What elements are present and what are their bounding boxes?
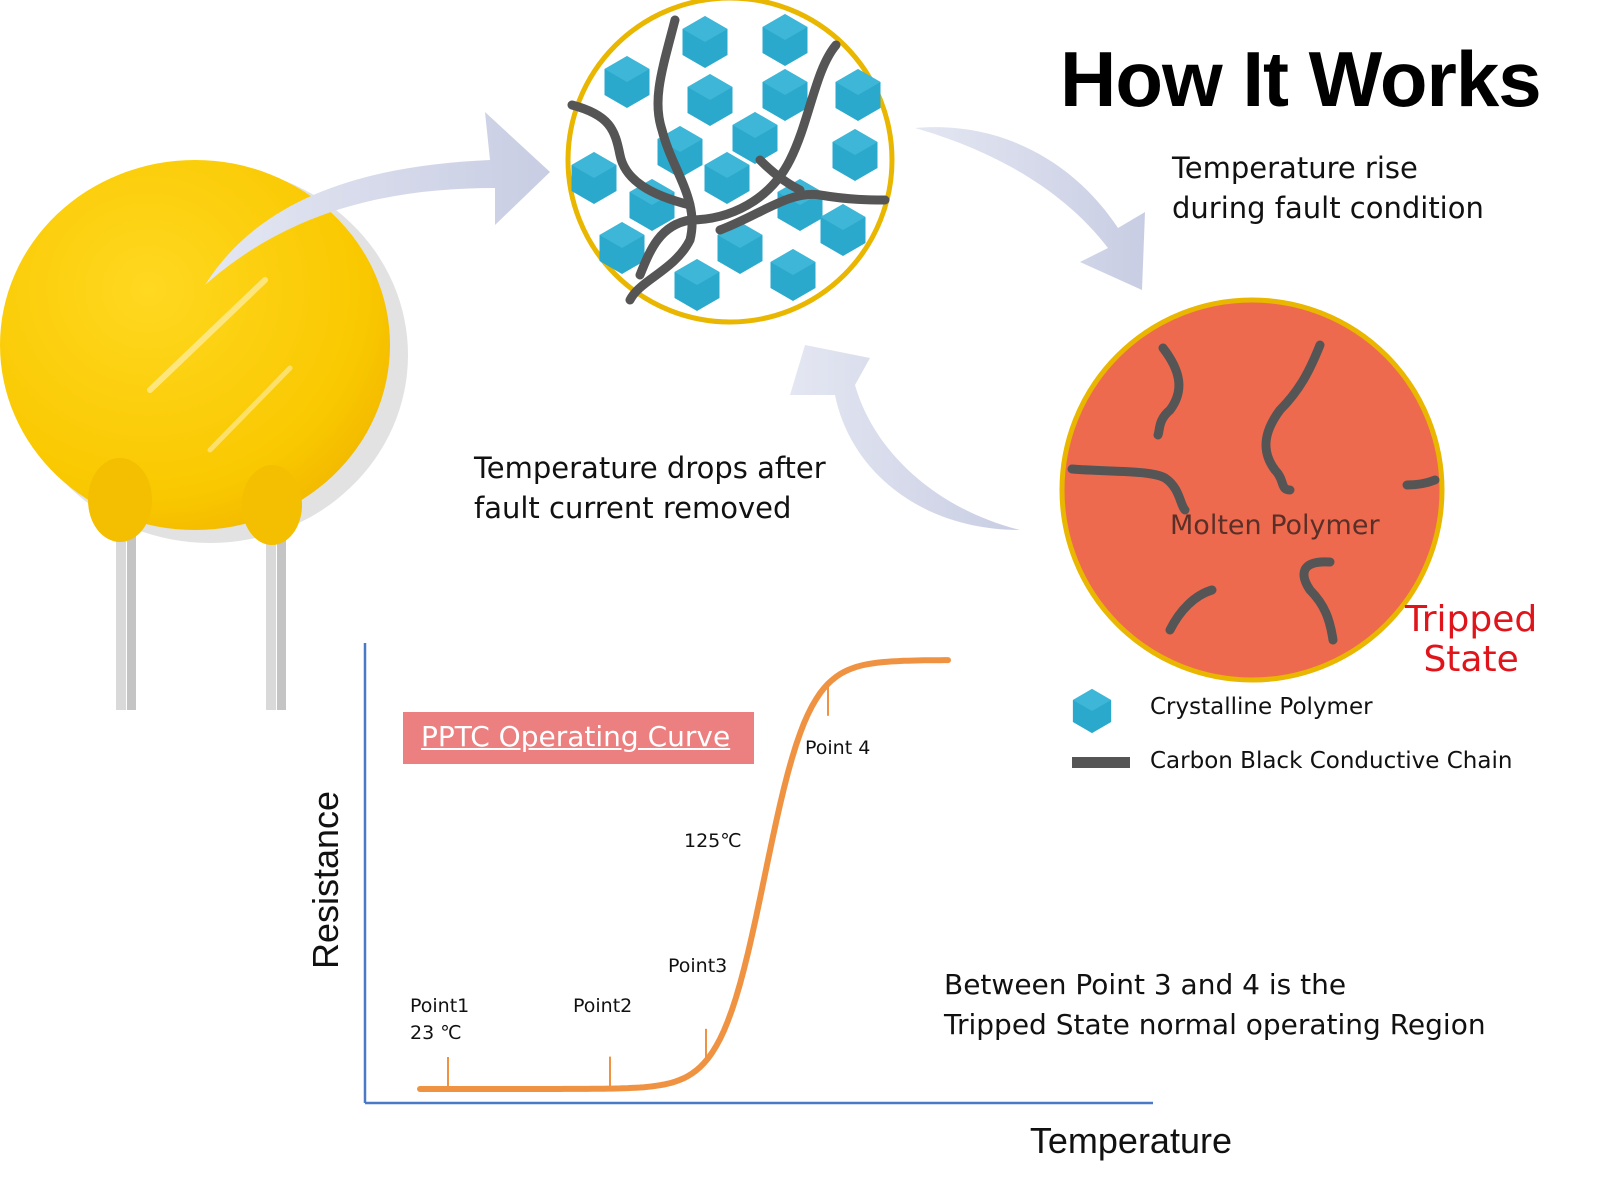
- legend-crystalline-label: Crystalline Polymer: [1150, 694, 1373, 720]
- note-line-2: Tripped State normal operating Region: [944, 1008, 1486, 1041]
- legend-carbon-label: Carbon Black Conductive Chain: [1150, 748, 1513, 774]
- annotation-point1-temp: 23 ℃: [410, 1022, 462, 1044]
- crystalline-state-circle: [565, 0, 895, 325]
- annotation-point2: Point2: [573, 995, 633, 1017]
- operating-region-note: Between Point 3 and 4 is the Tripped Sta…: [944, 965, 1486, 1045]
- pptc-device-illustration: [0, 160, 408, 710]
- legend-chain-swatch: [1072, 757, 1130, 768]
- legend-hexagon-icon: [1072, 688, 1112, 734]
- annotation-point4: Point 4: [805, 737, 871, 759]
- caption-drop-line-2: fault current removed: [474, 491, 792, 525]
- tripped-state-label: Tripped State: [1405, 600, 1537, 680]
- arrow-to-molten: [915, 127, 1145, 290]
- arrow-back-to-crystalline: [790, 345, 1020, 530]
- caption-drop-line-1: Temperature drops after: [474, 451, 826, 485]
- arrow-to-crystalline: [205, 112, 550, 285]
- caption-temperature-rise: Temperature rise during fault condition: [1172, 148, 1484, 228]
- note-line-1: Between Point 3 and 4 is the: [944, 968, 1347, 1001]
- x-axis-label: Temperature: [1029, 1120, 1232, 1161]
- page-title: How It Works: [1060, 35, 1542, 123]
- chart-title: PPTC Operating Curve: [421, 720, 731, 753]
- tripped-state-line-2: State: [1423, 639, 1519, 680]
- operating-curve-line: [417, 657, 951, 1092]
- broken-chains: [1067, 340, 1440, 645]
- chart-title-badge: PPTC Operating Curve: [403, 712, 754, 764]
- molten-polymer-label: Molten Polymer: [1170, 510, 1380, 541]
- tripped-state-line-1: Tripped: [1405, 599, 1538, 640]
- caption-temperature-drop: Temperature drops after fault current re…: [474, 448, 826, 528]
- annotation-point1: Point1: [410, 995, 470, 1017]
- caption-rise-line-1: Temperature rise: [1172, 151, 1418, 185]
- conductive-chains: [567, 15, 890, 305]
- annotation-point3: Point3: [668, 955, 728, 977]
- caption-rise-line-2: during fault condition: [1172, 191, 1484, 225]
- y-axis-label: Resistance: [305, 790, 346, 970]
- annotation-125c: 125℃: [684, 830, 742, 852]
- molten-state-circle: [1059, 297, 1445, 683]
- pptc-operating-curve-chart: [363, 643, 1153, 1105]
